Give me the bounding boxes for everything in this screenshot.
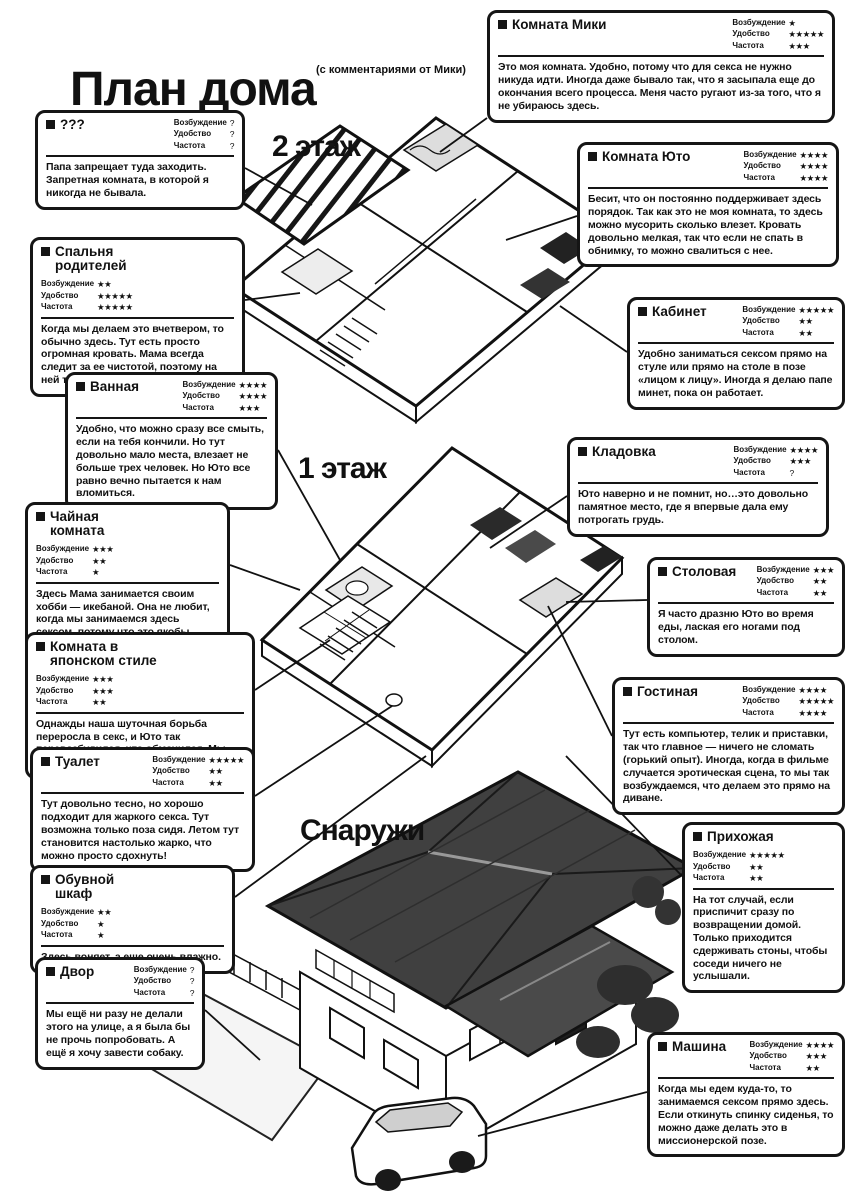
bathtub: [345, 580, 369, 596]
secondary-roof: [443, 924, 675, 1058]
sofa: [518, 577, 584, 618]
tatami-line: [324, 609, 370, 642]
floor2-staircase: [319, 317, 378, 367]
tv: [580, 546, 622, 572]
bush: [576, 1026, 620, 1058]
tree: [632, 876, 664, 908]
leader-miki-room: [439, 117, 488, 153]
miki-bed: [402, 123, 480, 172]
leader-toilet: [254, 705, 393, 797]
leader-parents-bedroom: [244, 292, 301, 301]
bush: [631, 997, 679, 1033]
leader-storage: [489, 495, 568, 549]
outside-label: Снаружи: [300, 814, 425, 847]
leader-tea-room: [229, 564, 301, 591]
bush: [597, 965, 653, 1005]
roof-hip-edge: [267, 851, 429, 907]
roof-hip-edge: [427, 771, 519, 853]
tatami-line: [323, 611, 367, 639]
car-wheel: [449, 1151, 475, 1173]
car-drawing: [350, 1096, 488, 1191]
car-windshield: [374, 1102, 464, 1133]
leader-lines: [204, 117, 683, 1137]
roof-ridge: [427, 850, 553, 876]
leader-shoe-cabinet: [234, 755, 427, 898]
leader-dining-room: [565, 599, 648, 603]
floor1-staircase: [319, 611, 378, 661]
floor2-inner-wall: [344, 193, 528, 313]
blanket-squiggle: [409, 145, 451, 155]
secondary-roof-highlight: [499, 941, 611, 1001]
parents-bed: [280, 248, 354, 295]
floor2-inner-wall: [374, 198, 477, 285]
leader-unknown: [244, 167, 313, 206]
balcony-railing: [315, 948, 395, 1014]
roof-tile-line: [349, 809, 591, 941]
toilet-bowl: [385, 693, 403, 707]
leader-entryway: [565, 755, 683, 877]
leader-living-room: [547, 605, 613, 737]
roof-tile-line: [309, 789, 546, 919]
piano: [470, 507, 522, 540]
floor2-plan: [231, 116, 621, 425]
window: [383, 1038, 419, 1090]
roof-tile-line: [394, 829, 636, 963]
floor1-inner-wall: [356, 543, 528, 655]
hatched-attic-roof: [233, 124, 411, 246]
study-desk: [520, 268, 570, 299]
page-title: План дома: [70, 63, 317, 117]
floor1-plan: [259, 446, 625, 769]
window: [329, 1006, 365, 1060]
floor1-label: 1 этаж: [298, 452, 387, 485]
floor2-inner-wall: [315, 170, 519, 342]
roof-hip-edge: [445, 873, 553, 1009]
leader-car: [477, 1091, 648, 1137]
floor2-label: 2 этаж: [272, 130, 361, 163]
page-subtitle: (с комментариями от Мики): [316, 64, 466, 76]
car-wheel: [375, 1169, 401, 1191]
leader-bathroom: [277, 449, 341, 561]
leader-yuto-room: [505, 215, 578, 241]
leader-yard: [204, 1009, 261, 1061]
roof-hip-edge: [551, 867, 695, 875]
leader-japanese-room: [254, 639, 331, 691]
cabinet-furniture: [505, 530, 556, 563]
leader-study: [559, 305, 628, 353]
tree: [655, 899, 681, 925]
